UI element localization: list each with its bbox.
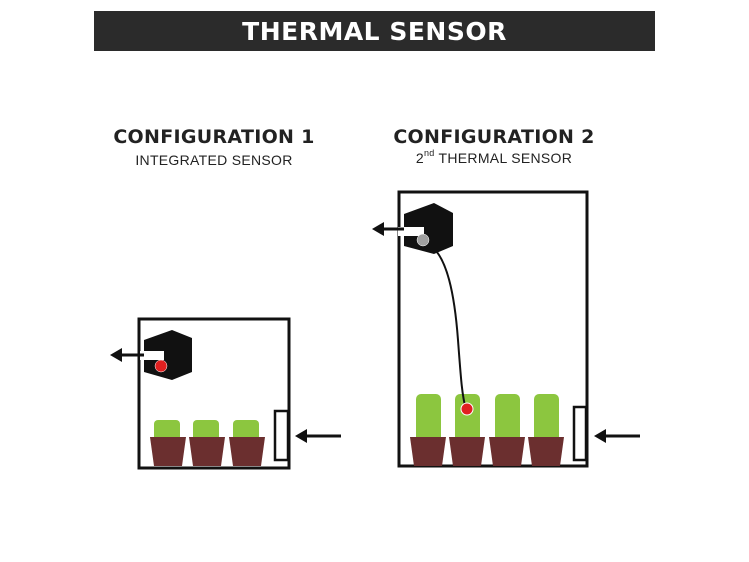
title-banner: THERMAL SENSOR <box>94 11 655 51</box>
config1-exhaust-arrow-icon <box>110 348 144 362</box>
config1-intake-vent-icon <box>273 409 290 462</box>
config2-sensor-cable <box>425 242 467 411</box>
config1-plant-pot-icon <box>189 420 225 466</box>
config2-subtitle-number: 2 <box>415 150 424 166</box>
config1-title: CONFIGURATION 1 <box>113 126 315 148</box>
config2-plant-pot-icon <box>410 394 446 466</box>
config1-intake-arrow-icon <box>295 429 341 443</box>
config2-subtitle-text: THERMAL SENSOR <box>434 150 573 166</box>
config2-subtitle-ordinal: nd <box>423 148 435 158</box>
config2-exhaust-fan-icon <box>398 203 453 254</box>
config2-exhaust-arrow-icon <box>372 222 404 236</box>
config2-fan-sensor-dot-icon <box>416 233 430 247</box>
config2-subtitle: 2nd THERMAL SENSOR <box>374 148 614 166</box>
config1-plant-pot-icon <box>229 420 265 466</box>
config2-intake-arrow-icon <box>594 429 640 443</box>
config1-sensor-dot-icon <box>154 359 168 373</box>
config1-subtitle: INTEGRATED SENSOR <box>135 152 293 168</box>
config1-plant-pot-icon <box>150 420 186 466</box>
config2-title: CONFIGURATION 2 <box>393 126 595 148</box>
config2-thermal-sensor-dot-icon <box>460 402 474 416</box>
config2-intake-vent-icon <box>572 405 588 462</box>
page-title: THERMAL SENSOR <box>242 16 507 46</box>
config2-plant-pot-icon <box>528 394 564 466</box>
config2-plant-pot-icon <box>489 394 525 466</box>
config1-exhaust-fan-icon <box>140 330 192 380</box>
